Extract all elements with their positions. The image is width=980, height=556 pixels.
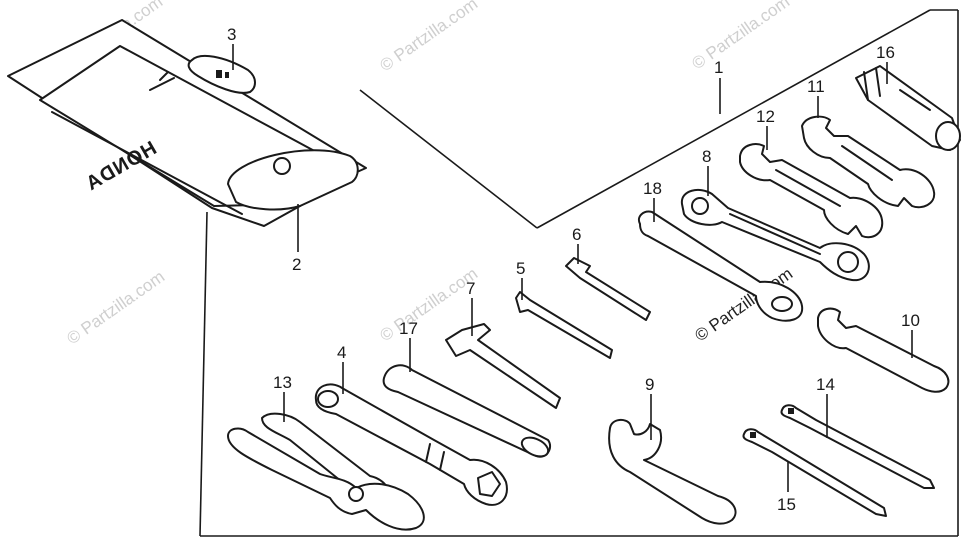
item-8-wrench [680, 188, 870, 282]
item-12-wrench [739, 143, 884, 239]
callout-12: 12 [756, 107, 775, 126]
callout-5: 5 [516, 259, 525, 278]
tool-pouch: HONDA [7, 19, 367, 227]
leader-lines [232, 44, 913, 492]
callout-4: 4 [337, 343, 346, 362]
callout-2: 2 [292, 255, 301, 274]
watermark-text: © Partzilla.com [376, 0, 481, 75]
item-13-pliers [227, 412, 425, 531]
item-15-screwdriver [742, 428, 887, 517]
item-5-hex-key [515, 291, 613, 359]
item-10-wrench [817, 307, 950, 393]
item-9-hook-spanner [608, 418, 737, 525]
callout-7: 7 [466, 279, 475, 298]
item-7-hex-key [445, 323, 561, 409]
callout-6: 6 [572, 225, 581, 244]
callout-18: 18 [643, 179, 662, 198]
callout-1: 1 [714, 58, 723, 77]
item-6-hex-key [565, 257, 651, 321]
item-17-bar [382, 364, 552, 458]
callout-9: 9 [645, 375, 654, 394]
watermark-text: © Partzilla.com [63, 267, 168, 348]
item-16-handle [855, 65, 961, 151]
callout-14: 14 [816, 375, 835, 394]
callout-numbers: 1 2 3 4 5 6 7 8 9 10 11 12 13 14 15 16 1… [227, 25, 920, 514]
callout-16: 16 [876, 43, 895, 62]
callout-13: 13 [273, 373, 292, 392]
toolset-frame [199, 9, 959, 537]
callout-8: 8 [702, 147, 711, 166]
item-18-spanner [638, 210, 804, 322]
item-4-plug-wrench [314, 383, 508, 506]
callout-11: 11 [807, 77, 825, 96]
item-11-wrench [801, 115, 936, 209]
item-3-clip [187, 54, 256, 94]
watermark-text: © Partzilla.com [688, 0, 793, 73]
callout-3: 3 [227, 25, 236, 44]
callout-10: 10 [901, 311, 920, 330]
callout-17: 17 [399, 319, 418, 338]
callout-15: 15 [777, 495, 796, 514]
item-14-screwdriver [780, 404, 935, 489]
